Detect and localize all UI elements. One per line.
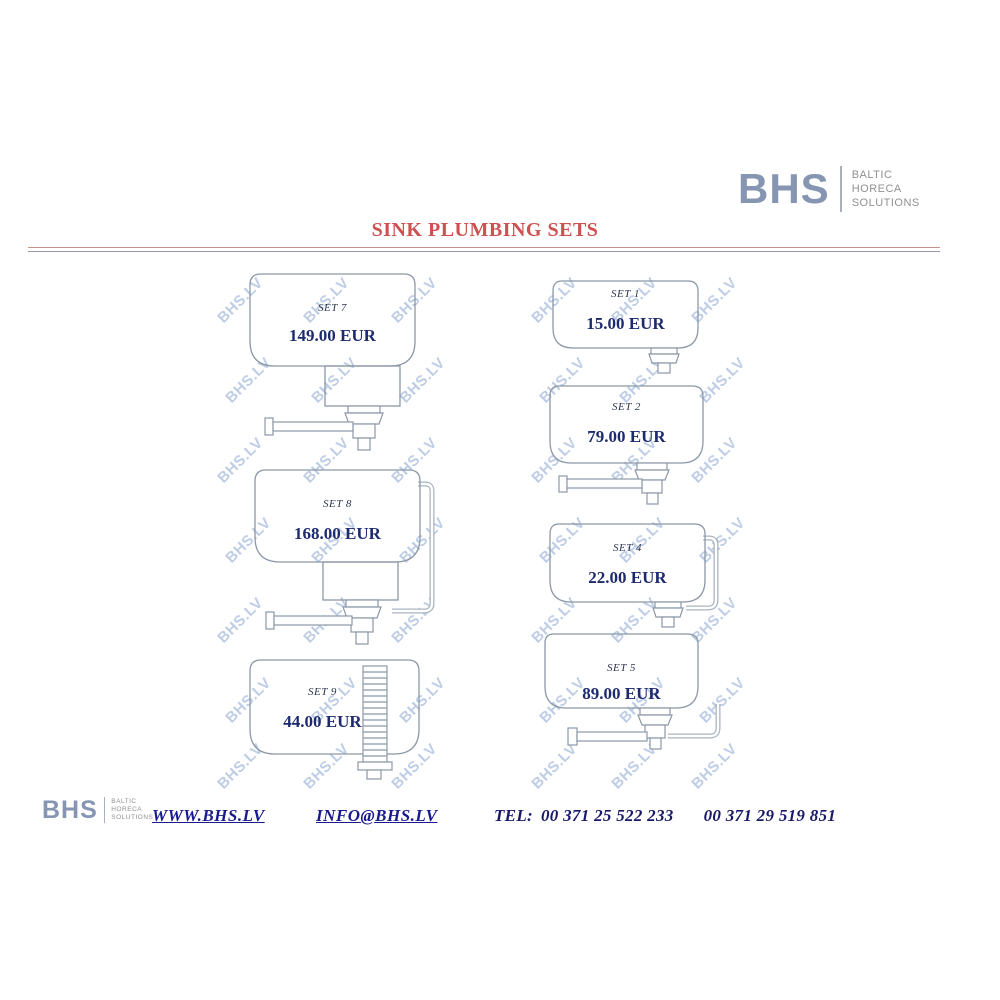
set-label: SET 7 xyxy=(318,302,347,314)
price-label: 15.00 EUR xyxy=(586,314,665,333)
footer-logo-divider xyxy=(103,797,106,823)
footer-tagline-line-3: SOLUTIONS xyxy=(111,814,154,822)
product-set-4: SET 4 22.00 EUR xyxy=(545,518,725,633)
set-label: SET 8 xyxy=(323,498,352,510)
sink-diagram-set-7 xyxy=(249,273,416,451)
title-rule xyxy=(28,247,940,252)
sink-diagram-set-8 xyxy=(254,469,435,645)
set-label: SET 4 xyxy=(613,542,642,554)
price-label: 168.00 EUR xyxy=(294,524,381,543)
price-label: 149.00 EUR xyxy=(289,326,376,345)
product-set-2: SET 2 79.00 EUR xyxy=(545,381,715,516)
sink-diagram-set-9 xyxy=(249,659,420,780)
phone-2: 00 371 29 519 851 xyxy=(703,806,837,825)
footer-brand-logo: BHS BALTIC HORECA SOLUTIONS xyxy=(42,797,153,823)
set-label: SET 1 xyxy=(611,288,640,300)
price-label: 22.00 EUR xyxy=(588,568,667,587)
sink-diagram-set-5 xyxy=(544,633,721,750)
product-set-1: SET 1 15.00 EUR xyxy=(548,276,708,376)
product-set-8: SET 8 168.00 EUR xyxy=(250,462,440,662)
tagline-line-1: BALTIC xyxy=(851,168,893,181)
email-link[interactable]: INFO@BHS.LV xyxy=(316,806,438,825)
brand-logo: BHS BALTIC HORECA SOLUTIONS xyxy=(738,166,920,212)
sink-diagram-set-1 xyxy=(552,280,699,374)
product-set-7: SET 7 149.00 EUR xyxy=(245,268,430,468)
page-title: SINK PLUMBING SETS xyxy=(371,219,599,241)
set-label: SET 9 xyxy=(308,686,337,698)
brand-logo-text: BHS xyxy=(738,165,830,212)
phone-1: 00 371 25 522 233 xyxy=(540,806,674,825)
sink-diagram-set-2 xyxy=(549,385,704,505)
set-label: SET 2 xyxy=(612,401,641,413)
tel-label: TEL: xyxy=(494,806,533,825)
product-set-5: SET 5 89.00 EUR xyxy=(540,628,745,763)
footer-brand-logo-text: BHS xyxy=(42,795,98,824)
price-label: 44.00 EUR xyxy=(283,712,362,731)
price-label: 89.00 EUR xyxy=(582,684,661,703)
footer-tagline-line-1: BALTIC xyxy=(111,797,137,805)
tagline-line-2: HORECA xyxy=(851,182,902,195)
product-set-9: SET 9 44.00 EUR xyxy=(245,652,435,792)
tagline-line-3: SOLUTIONS xyxy=(851,197,920,210)
price-label: 79.00 EUR xyxy=(587,427,666,446)
website-link[interactable]: WWW.BHS.LV xyxy=(152,806,265,825)
sink-diagram-set-4 xyxy=(549,523,719,628)
footer-brand-tagline: BALTIC HORECA SOLUTIONS xyxy=(111,798,153,822)
brand-tagline: BALTIC HORECA SOLUTIONS xyxy=(852,168,920,211)
set-label: SET 5 xyxy=(607,662,636,674)
footer-tagline-line-2: HORECA xyxy=(111,805,143,813)
logo-divider xyxy=(839,166,842,212)
phone-numbers: TEL: 00 371 25 522 233 00 371 29 519 851 xyxy=(494,806,836,826)
